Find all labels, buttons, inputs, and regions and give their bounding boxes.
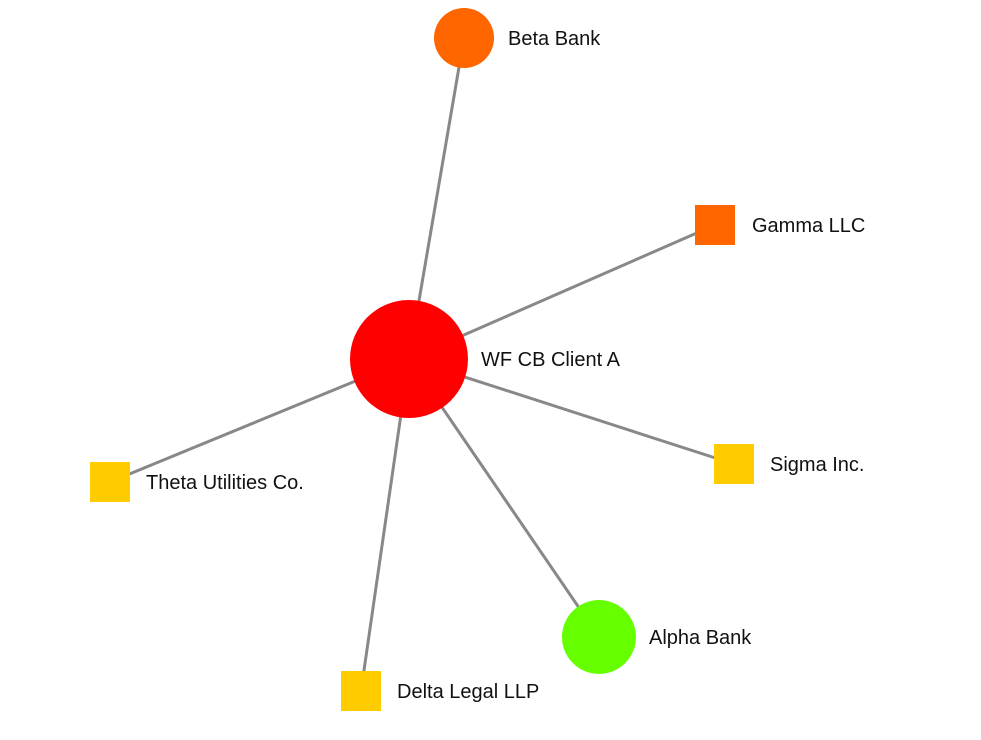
- node-theta-label: Theta Utilities Co.: [146, 472, 304, 494]
- node-alpha[interactable]: Alpha Bank: [562, 600, 752, 674]
- node-sigma-label: Sigma Inc.: [770, 454, 864, 476]
- node-gamma-square[interactable]: [695, 205, 735, 245]
- node-beta-circle[interactable]: [434, 8, 494, 68]
- node-hub-label: WF CB Client A: [481, 349, 621, 371]
- node-delta-square[interactable]: [341, 671, 381, 711]
- node-delta-label: Delta Legal LLP: [397, 681, 539, 703]
- node-alpha-label: Alpha Bank: [649, 627, 752, 649]
- node-hub[interactable]: WF CB Client A: [350, 300, 621, 418]
- node-sigma[interactable]: Sigma Inc.: [714, 444, 864, 484]
- node-gamma-label: Gamma LLC: [752, 215, 865, 237]
- node-theta-square[interactable]: [90, 462, 130, 502]
- node-hub-circle[interactable]: [350, 300, 468, 418]
- node-beta-label: Beta Bank: [508, 28, 601, 50]
- node-theta[interactable]: Theta Utilities Co.: [90, 462, 304, 502]
- node-delta[interactable]: Delta Legal LLP: [341, 671, 539, 711]
- node-alpha-circle[interactable]: [562, 600, 636, 674]
- node-gamma[interactable]: Gamma LLC: [695, 205, 865, 245]
- node-beta[interactable]: Beta Bank: [434, 8, 601, 68]
- node-sigma-square[interactable]: [714, 444, 754, 484]
